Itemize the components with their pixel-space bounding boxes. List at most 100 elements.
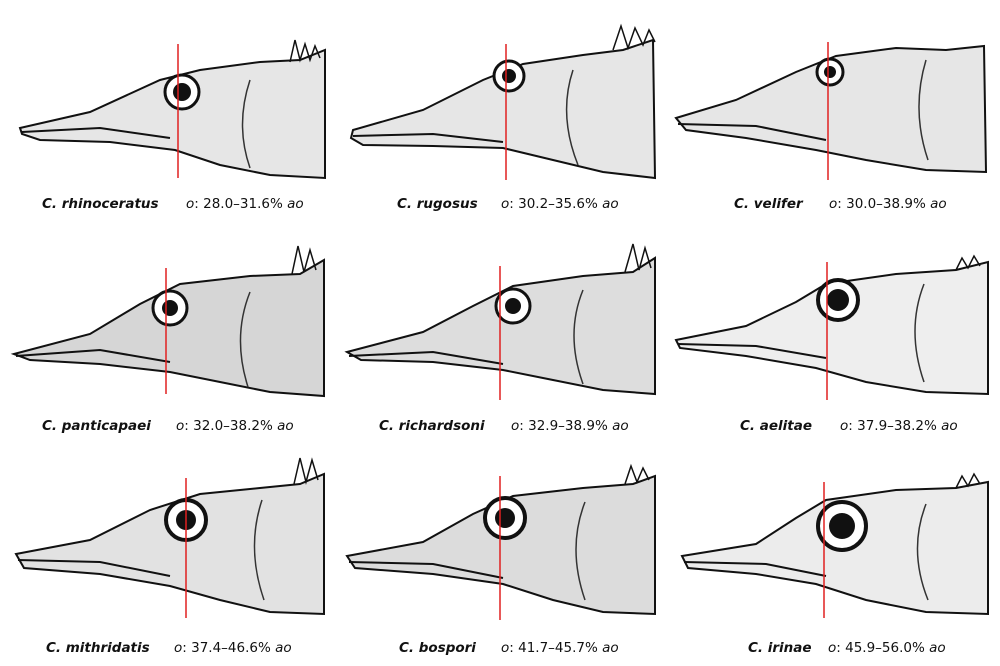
unit-label: ao <box>277 418 294 434</box>
range-value: : 32.0–38.2% <box>184 418 278 434</box>
unit-label: ao <box>941 418 958 434</box>
range-value: : 32.9–38.9% <box>519 418 613 434</box>
orbit-measure: o: 30.2–35.6% ao <box>501 196 619 212</box>
head-outline <box>345 474 656 616</box>
panel-panticapaei: C. panticapaei o: 32.0–38.2% ao <box>0 222 333 444</box>
orbit-measure: o: 41.7–45.7% ao <box>501 640 619 656</box>
species-name: C. irinae <box>748 640 812 656</box>
fish-head-illustration <box>680 472 989 618</box>
gill-line <box>241 79 251 169</box>
head-outline <box>674 44 988 174</box>
unit-label: ao <box>287 196 304 212</box>
caption: C. irinae o: 45.9–56.0% ao <box>666 634 999 662</box>
caption: C. panticapaei o: 32.0–38.2% ao <box>0 412 333 440</box>
dorsal-fin <box>612 23 656 51</box>
gill-line <box>914 283 925 383</box>
caption: C. rhinoceratus o: 28.0–31.6% ao <box>0 190 333 218</box>
caption: C. bospori o: 41.7–45.7% ao <box>333 634 666 662</box>
jaw-line <box>15 348 171 363</box>
caption: C. mithridatis o: 37.4–46.6% ao <box>0 634 333 662</box>
fish-head-illustration <box>345 463 656 620</box>
orbit-measure: o: 32.0–38.2% ao <box>176 418 294 434</box>
caption: C. aelitae o: 37.9–38.2% ao <box>666 412 999 440</box>
o-label: o <box>840 418 849 434</box>
head-outline <box>674 260 989 396</box>
panel-aelitae: C. aelitae o: 37.9–38.2% ao <box>666 222 999 444</box>
orbit-measure: o: 37.4–46.6% ao <box>174 640 292 656</box>
o-label: o <box>829 196 838 212</box>
range-value: : 28.0–31.6% <box>194 196 288 212</box>
unit-label: ao <box>930 196 947 212</box>
head-outline <box>18 48 326 180</box>
fish-head-illustration <box>14 457 325 618</box>
panel-rugosus: C. rugosus o: 30.2–35.6% ao <box>333 0 666 222</box>
dorsal-fin <box>955 472 981 489</box>
gill-line <box>575 501 586 601</box>
o-label: o <box>176 418 185 434</box>
dorsal-fin <box>289 39 321 63</box>
pupil <box>502 69 516 83</box>
orbit-measure: o: 28.0–31.6% ao <box>186 196 304 212</box>
fish-head-illustration <box>349 23 657 180</box>
head-outline <box>344 256 656 396</box>
range-value: : 30.2–35.6% <box>509 196 603 212</box>
jaw-line <box>21 126 171 139</box>
species-name: C. rugosus <box>397 196 478 212</box>
dorsal-fin <box>291 245 317 275</box>
pupil <box>495 508 515 528</box>
pupil <box>162 300 178 316</box>
range-value: : 45.9–56.0% <box>836 640 930 656</box>
head-outline <box>10 258 325 398</box>
o-label: o <box>186 196 195 212</box>
jaw-line <box>683 561 827 577</box>
unit-label: ao <box>602 640 619 656</box>
panel-richardsoni: C. richardsoni o: 32.9–38.9% ao <box>333 222 666 444</box>
panel-bospori: C. bospori o: 41.7–45.7% ao <box>333 444 666 666</box>
species-name: C. bospori <box>399 640 476 656</box>
panel-velifer: C. velifer o: 30.0–38.9% ao <box>666 0 999 222</box>
range-value: : 37.9–38.2% <box>848 418 942 434</box>
orbit-measure: o: 32.9–38.9% ao <box>511 418 629 434</box>
caption: C. velifer o: 30.0–38.9% ao <box>666 190 999 218</box>
dorsal-fin <box>624 463 650 485</box>
pupil <box>505 298 521 314</box>
species-name: C. mithridatis <box>46 640 150 656</box>
species-name: C. aelitae <box>740 418 812 434</box>
jaw-line <box>348 561 504 579</box>
jaw-line <box>677 123 827 141</box>
species-name: C. richardsoni <box>379 418 485 434</box>
range-value: : 37.4–46.6% <box>182 640 276 656</box>
pupil <box>173 83 191 101</box>
orbit-measure: o: 30.0–38.9% ao <box>829 196 947 212</box>
panel-rhinoceratus: C. rhinoceratus o: 28.0–31.6% ao <box>0 0 333 222</box>
range-value: : 30.0–38.9% <box>837 196 931 212</box>
panel-mithridatis: C. mithridatis o: 37.4–46.6% ao <box>0 444 333 666</box>
o-label: o <box>828 640 837 656</box>
gill-line <box>565 69 579 166</box>
o-label: o <box>511 418 520 434</box>
pupil <box>824 66 836 78</box>
unit-label: ao <box>602 196 619 212</box>
panel-irinae: C. irinae o: 45.9–56.0% ao <box>666 444 999 666</box>
gill-line <box>253 499 265 601</box>
caption: C. richardsoni o: 32.9–38.9% ao <box>333 412 666 440</box>
species-name: C. panticapaei <box>42 418 151 434</box>
o-label: o <box>501 640 510 656</box>
gill-line <box>573 289 584 385</box>
unit-label: ao <box>929 640 946 656</box>
orbit-measure: o: 37.9–38.2% ao <box>840 418 958 434</box>
unit-label: ao <box>612 418 629 434</box>
range-value: : 41.7–45.7% <box>509 640 603 656</box>
fish-head-illustration <box>18 39 326 180</box>
species-name: C. velifer <box>734 196 803 212</box>
fish-head-illustration <box>674 42 988 180</box>
head-outline <box>14 472 325 616</box>
gill-line <box>239 291 251 388</box>
dorsal-fin <box>955 254 981 271</box>
o-label: o <box>501 196 510 212</box>
jaw-line <box>348 350 504 365</box>
jaw-line <box>17 559 171 577</box>
dorsal-fin <box>624 243 652 273</box>
dorsal-fin <box>293 457 319 485</box>
fish-head-illustration <box>10 245 325 398</box>
